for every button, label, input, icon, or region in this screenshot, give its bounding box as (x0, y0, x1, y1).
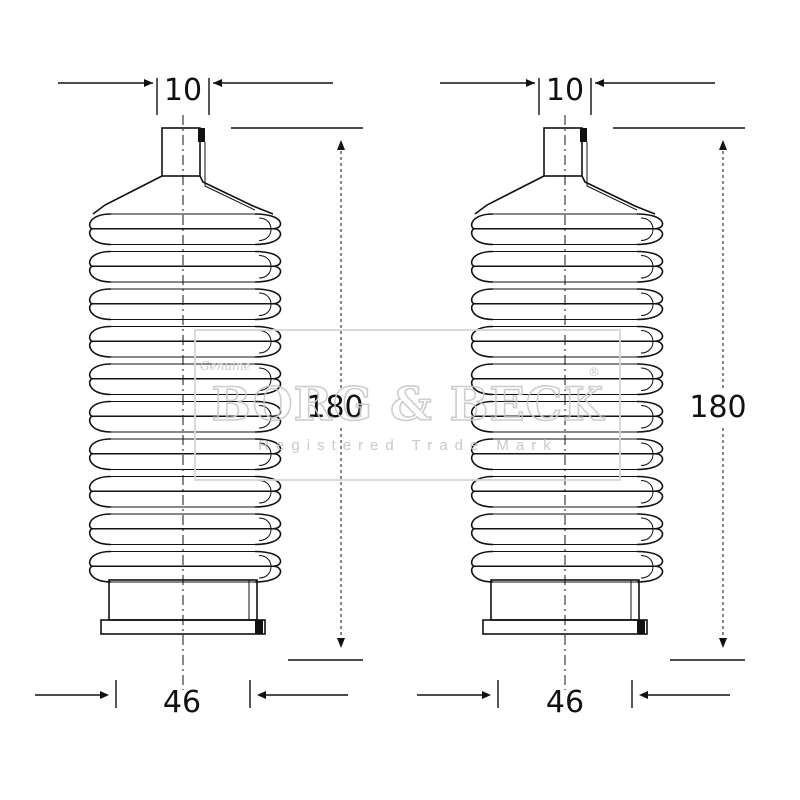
wall-section (640, 405, 654, 429)
wall-section (258, 367, 272, 391)
convolution-ridge (470, 550, 664, 568)
convolution-valley (470, 452, 664, 471)
arrow-head (482, 691, 491, 699)
wall-section (640, 217, 654, 241)
convolution-valley (88, 490, 282, 508)
convolution-valley (470, 265, 664, 283)
convolution-valley (470, 565, 664, 583)
arrow-head (639, 691, 648, 699)
neck-seal-mark (198, 128, 205, 142)
length-dimension-label-right: 180 (689, 390, 746, 425)
arrow-head (595, 79, 604, 87)
convolution-ridge (470, 438, 664, 455)
convolution-valley (470, 227, 664, 246)
convolution-valley (470, 302, 664, 321)
boot-neck (543, 127, 583, 177)
boot-wall-section (586, 142, 638, 211)
wall-section (258, 255, 272, 279)
wall-section (640, 367, 654, 391)
wall-section (640, 292, 654, 316)
arrow-head (719, 140, 727, 150)
convolution-ridge (88, 325, 282, 343)
wall-section (640, 442, 654, 466)
brand-watermark: Genuine BORG & BECK ® Registered Trade M… (194, 329, 621, 481)
boot-shoulder-right (199, 175, 274, 215)
watermark-script: Genuine (200, 359, 251, 373)
convolution-valley (88, 565, 282, 583)
convolution-valley (88, 415, 282, 433)
convolution-ridge (88, 438, 282, 455)
wall-section (258, 517, 272, 541)
convolution-ridge (88, 513, 282, 530)
watermark-tagline: Registered Trade Mark (258, 437, 558, 454)
convolution-valley (88, 340, 282, 358)
boot-shoulder-left (474, 175, 545, 215)
wall-section (640, 255, 654, 279)
convolution-ridge (88, 288, 282, 305)
convolution-ridge (470, 325, 664, 343)
convolution-valley (88, 452, 282, 471)
convolution-ridge (88, 475, 282, 493)
diameter-dimension-label-right: 46 (546, 685, 584, 720)
convolution-ridge (470, 513, 664, 530)
convolution-valley (88, 265, 282, 283)
convolution-valley (88, 377, 282, 396)
arrow-head (257, 691, 266, 699)
arrow-head (213, 79, 222, 87)
convolution-valley (470, 490, 664, 508)
convolution-valley (470, 527, 664, 546)
flange-seal-mark (637, 620, 645, 634)
boot-drawing-right (417, 78, 745, 708)
convolution-valley (88, 527, 282, 546)
wall-section (258, 480, 272, 504)
arrow-head (526, 79, 535, 87)
wall-section (640, 330, 654, 354)
convolution-valley (470, 377, 664, 396)
convolution-ridge (470, 213, 664, 230)
convolution-ridge (470, 475, 664, 493)
boot-drawing-left (35, 78, 363, 708)
convolution-valley (470, 415, 664, 433)
length-dimension-label-left: 180 (306, 390, 363, 425)
wall-section (640, 517, 654, 541)
convolution-ridge (88, 550, 282, 568)
neck-seal-mark (580, 128, 587, 142)
boot-shoulder-right (581, 175, 656, 215)
watermark-registered: ® (588, 365, 600, 379)
boot-shoulder-left (92, 175, 163, 215)
watermark-brand: BORG & BECK (212, 377, 605, 431)
convolution-ridge (470, 250, 664, 268)
convolution-valley (88, 227, 282, 246)
arrow-head (144, 79, 153, 87)
flange-seal-mark (255, 620, 263, 634)
collar-wall-section (248, 579, 258, 621)
boot-wall-section (204, 142, 256, 211)
wall-section (258, 405, 272, 429)
wall-section (258, 292, 272, 316)
convolution-ridge (88, 250, 282, 268)
wall-section (258, 217, 272, 241)
collar-wall-section (630, 579, 640, 621)
watermark-frame (194, 329, 621, 481)
wall-section (258, 330, 272, 354)
wall-section (640, 480, 654, 504)
convolution-valley (470, 340, 664, 358)
diameter-dimension-label-left: 46 (163, 685, 201, 720)
neck-dimension-label-right: 10 (546, 73, 584, 108)
arrow-head (100, 691, 109, 699)
convolution-ridge (470, 288, 664, 305)
convolution-valley (88, 302, 282, 321)
arrow-head (337, 140, 345, 150)
boot-neck (161, 127, 201, 177)
arrow-head (337, 638, 345, 648)
wall-section (640, 555, 654, 579)
wall-section (258, 442, 272, 466)
neck-dimension-label-left: 10 (164, 73, 202, 108)
convolution-ridge (88, 213, 282, 230)
arrow-head (719, 638, 727, 648)
wall-section (258, 555, 272, 579)
